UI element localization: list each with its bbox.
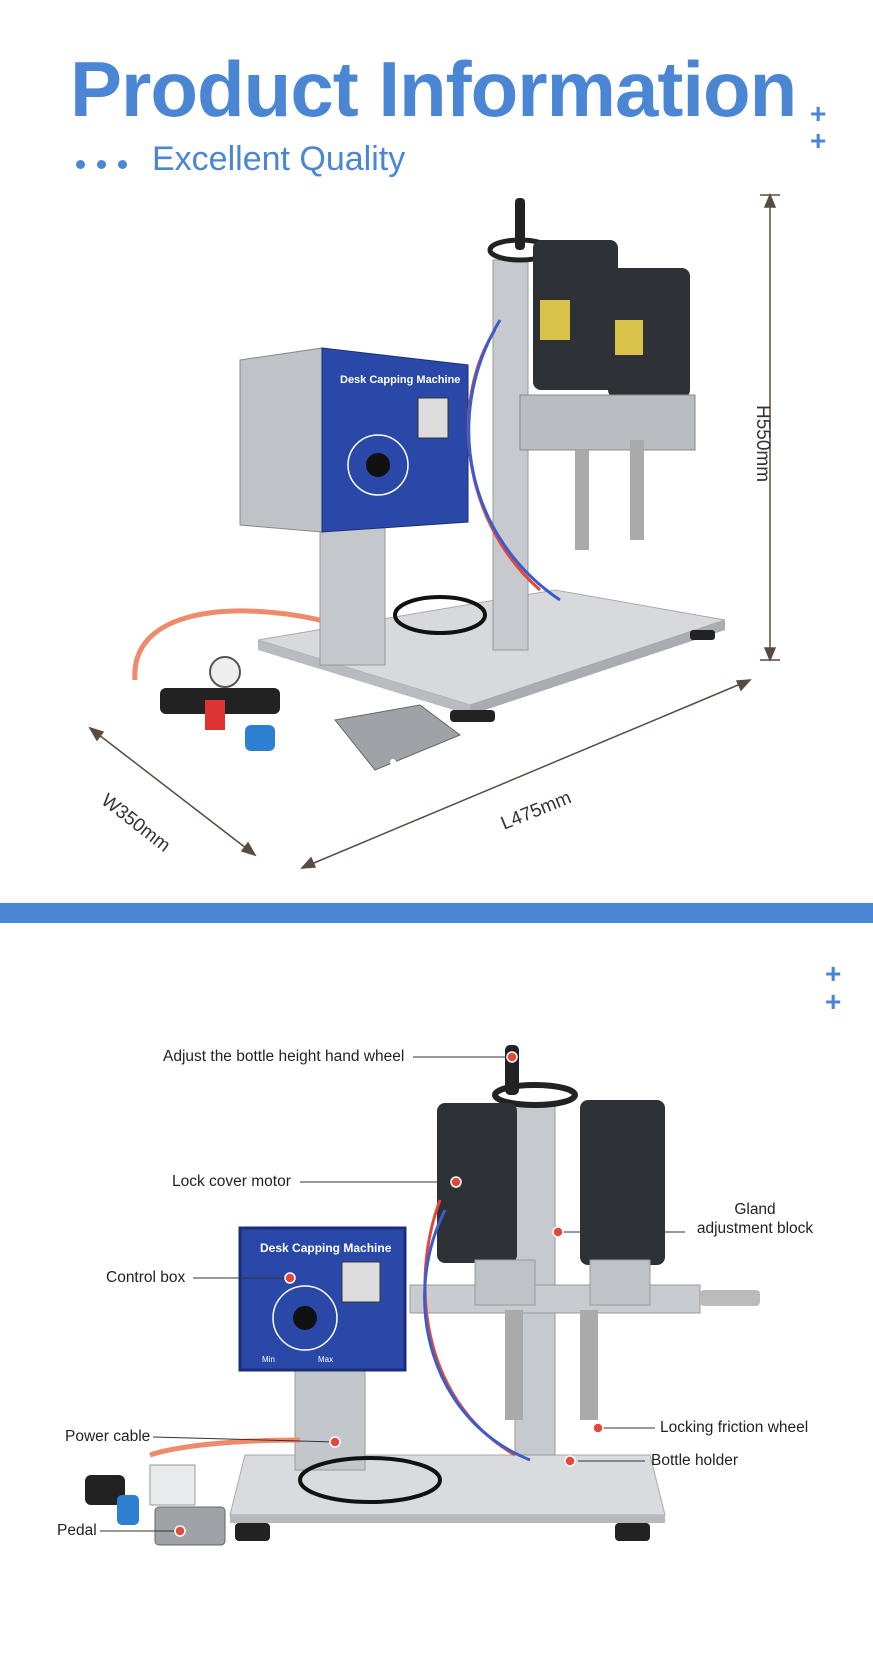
- callout-power-cable: Power cable: [65, 1428, 151, 1445]
- knob-max-label: Max: [318, 1355, 333, 1364]
- knob-min-label: Min: [262, 1355, 275, 1364]
- callout-gland-line1: Gland: [734, 1201, 776, 1218]
- callout-pedal: Pedal: [57, 1522, 97, 1539]
- plus-icon: +: [810, 125, 827, 156]
- plus-icon: +: [825, 986, 842, 1017]
- plus-icon: +: [810, 98, 827, 129]
- section-divider: [0, 903, 873, 923]
- callout-locking-friction-wheel: Locking friction wheel: [660, 1419, 809, 1436]
- callout-lock-cover-motor: Lock cover motor: [172, 1173, 291, 1190]
- callout-gland-line2: adjustment block: [696, 1220, 814, 1238]
- page-title: Product Information: [70, 45, 797, 133]
- panel-title: Desk Capping Machine: [260, 1241, 392, 1255]
- plus-icon: +: [825, 958, 842, 989]
- callout-hand-wheel: Adjust the bottle height hand wheel: [163, 1048, 405, 1065]
- panel-title: Desk Capping Machine: [340, 374, 460, 386]
- page-subtitle: Excellent Quality: [152, 140, 406, 178]
- callout-bottle-holder: Bottle holder: [651, 1452, 739, 1469]
- bullet-dot: [97, 160, 106, 169]
- bullet-dot: [76, 160, 85, 169]
- callout-gland-adjustment-block: Gland adjustment block: [695, 1200, 815, 1239]
- callout-control-box: Control box: [106, 1269, 186, 1286]
- bullet-dot: [118, 160, 127, 169]
